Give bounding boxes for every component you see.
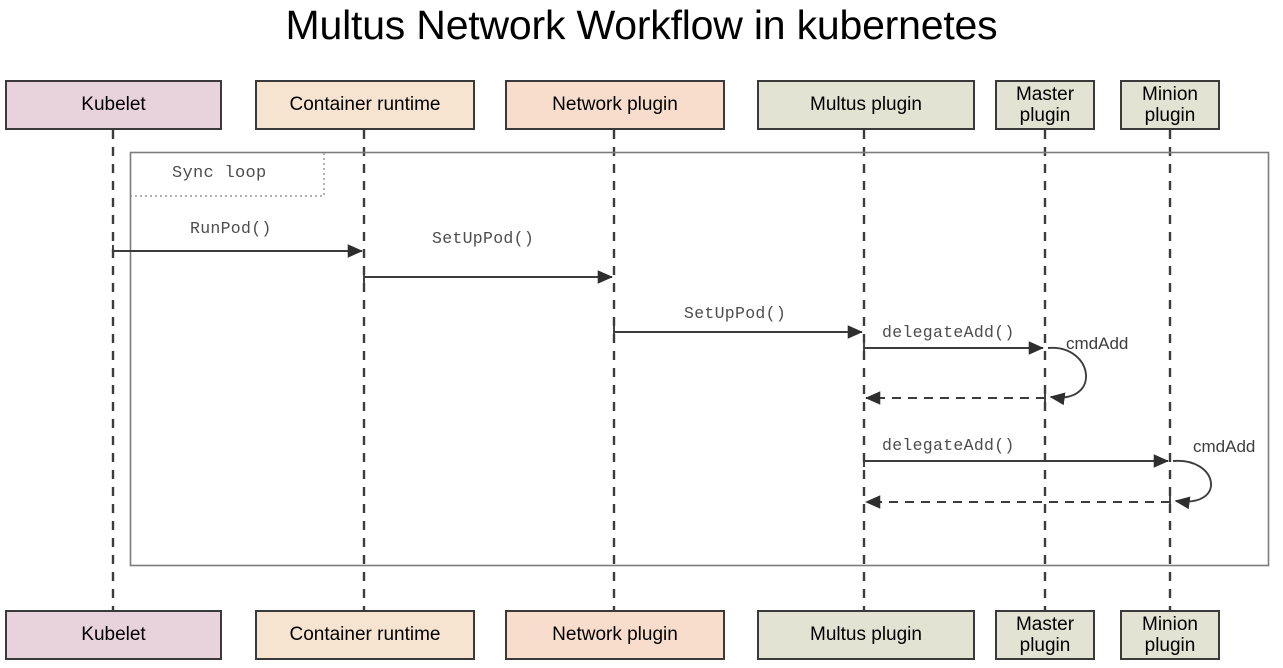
actor-footer-master-plugin-label-line2: plugin — [1019, 635, 1071, 656]
actor-footer-multus-plugin[interactable]: Multus plugin — [757, 610, 975, 660]
actor-footer-kubelet-label: Kubelet — [81, 624, 146, 646]
fragment-frame-group — [129, 151, 1270, 567]
self-call-label-cmdadd-master: cmdAdd — [1066, 334, 1129, 353]
actor-footer-minion-plugin-label: Minion — [1142, 613, 1198, 635]
actor-header-kubelet[interactable]: Kubelet — [5, 80, 222, 130]
message-label-runpod: RunPod() — [190, 219, 272, 238]
lifelines-group — [111, 130, 1172, 610]
actor-header-master-plugin-label: Master — [1015, 83, 1075, 105]
fragment-frame — [129, 151, 1270, 567]
actor-header-minion-plugin-label: Minion — [1142, 83, 1198, 105]
actor-header-network-plugin-label: Network plugin — [552, 94, 678, 116]
message-label-setuppod-2: SetUpPod() — [684, 304, 787, 323]
message-label-delegateadd-1: delegateAdd() — [882, 323, 1015, 342]
actor-footer-container-runtime[interactable]: Container runtime — [255, 610, 475, 660]
actor-footer-minion-plugin-label-line2: plugin — [1144, 635, 1196, 656]
actor-header-network-plugin[interactable]: Network plugin — [505, 80, 725, 130]
message-label-setuppod-1: SetUpPod() — [432, 229, 535, 248]
actor-footer-network-plugin-label: Network plugin — [552, 624, 678, 646]
actor-footer-network-plugin[interactable]: Network plugin — [505, 610, 725, 660]
self-call-loop-cmdadd-minion — [1172, 460, 1212, 510]
actor-header-multus-plugin[interactable]: Multus plugin — [757, 80, 975, 130]
self-call-loop-cmdadd-master — [1047, 347, 1087, 406]
actor-footer-multus-plugin-label: Multus plugin — [810, 624, 922, 646]
self-calls-group — [1047, 347, 1212, 510]
actor-footer-master-plugin-label: Master — [1015, 613, 1075, 635]
fragment-label-sync-loop: Sync loop — [172, 164, 267, 183]
actor-header-multus-plugin-label: Multus plugin — [810, 94, 922, 116]
actor-footer-kubelet[interactable]: Kubelet — [5, 610, 222, 660]
self-call-label-cmdadd-minion: cmdAdd — [1193, 437, 1256, 456]
actor-header-kubelet-label: Kubelet — [81, 94, 146, 116]
message-label-delegateadd-2: delegateAdd() — [882, 436, 1015, 455]
page-title: Multus Network Workflow in kubernetes — [285, 2, 998, 48]
actor-header-container-runtime[interactable]: Container runtime — [255, 80, 475, 130]
actor-header-container-runtime-label: Container runtime — [289, 94, 441, 116]
actor-header-minion-plugin-label-line2: plugin — [1144, 105, 1196, 126]
actor-footer-container-runtime-label: Container runtime — [289, 624, 441, 646]
actor-header-master-plugin-label-line2: plugin — [1019, 105, 1071, 126]
messages-group — [112, 244, 1171, 509]
